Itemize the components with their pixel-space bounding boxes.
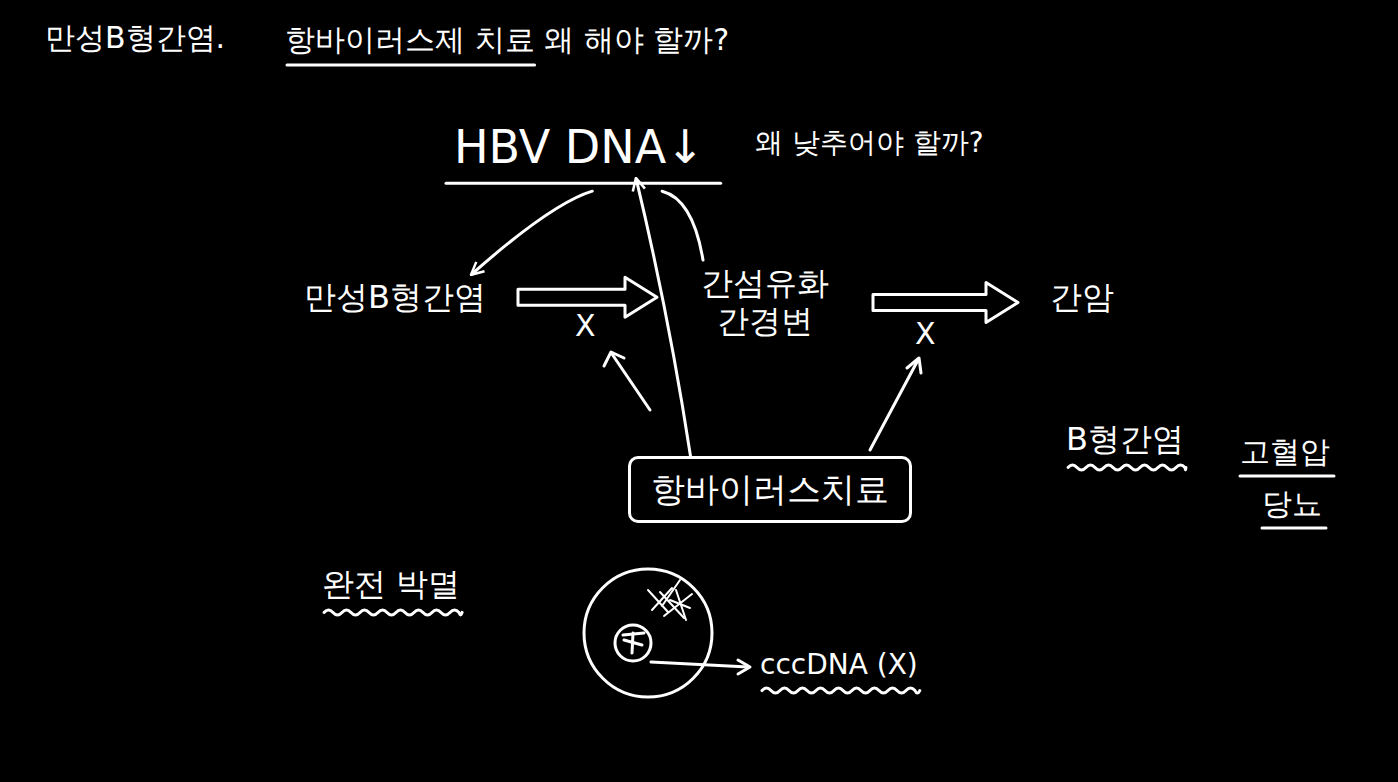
leader-arrowhead xyxy=(604,352,624,366)
note-text: B형간염 xyxy=(1066,420,1184,458)
nucleus-scribble xyxy=(623,633,644,653)
note-text: 완전 박멸 xyxy=(322,565,460,603)
connector xyxy=(636,179,690,456)
note-text: cccDNA (X) xyxy=(760,648,918,682)
leader-line xyxy=(870,360,918,450)
cell-outline xyxy=(584,569,712,697)
underline xyxy=(1240,475,1334,478)
pointer-line xyxy=(651,662,748,667)
leader-arrowhead xyxy=(907,358,921,373)
underline xyxy=(1262,527,1326,530)
stage-text: 간암 xyxy=(1046,276,1118,318)
question-text: 항바이러스제 치료 왜 해야 할까? xyxy=(285,22,729,58)
underline xyxy=(287,64,535,67)
stage-text: 만성B형간염 xyxy=(300,276,490,318)
wavy-underline xyxy=(324,610,462,615)
wavy-underline xyxy=(762,688,920,693)
destroyed-virus-scribble xyxy=(648,580,692,620)
note-text: 당뇨 xyxy=(1262,486,1322,522)
pointer-arrowhead xyxy=(738,660,750,674)
node-text: 간섬유화 간경변 xyxy=(689,264,841,341)
note-text: 고혈압 xyxy=(1240,434,1330,470)
leader-line xyxy=(612,354,650,410)
connector xyxy=(662,191,703,260)
connector xyxy=(472,191,592,274)
x-mark: X xyxy=(915,316,936,352)
page-title: 만성B형간염. xyxy=(45,20,225,56)
wavy-underline xyxy=(1068,465,1186,470)
stage-text: 간섬유화 간경변 xyxy=(685,262,845,343)
node-text: HBV DNA↓ xyxy=(454,120,705,175)
node-text: 간암 xyxy=(1050,278,1114,316)
x-mark: X xyxy=(575,308,596,344)
treatment-box: 항바이러스치료 xyxy=(628,456,912,523)
cell-nucleus xyxy=(615,625,651,661)
block-arrow xyxy=(873,282,1018,322)
underline xyxy=(446,182,721,185)
key-point: HBV DNA↓ xyxy=(450,118,709,177)
node-text: 만성B형간염 xyxy=(304,278,486,316)
node-text: 항바이러스치료 xyxy=(651,469,889,510)
question-text: 왜 낮추어야 할까? xyxy=(755,126,984,160)
